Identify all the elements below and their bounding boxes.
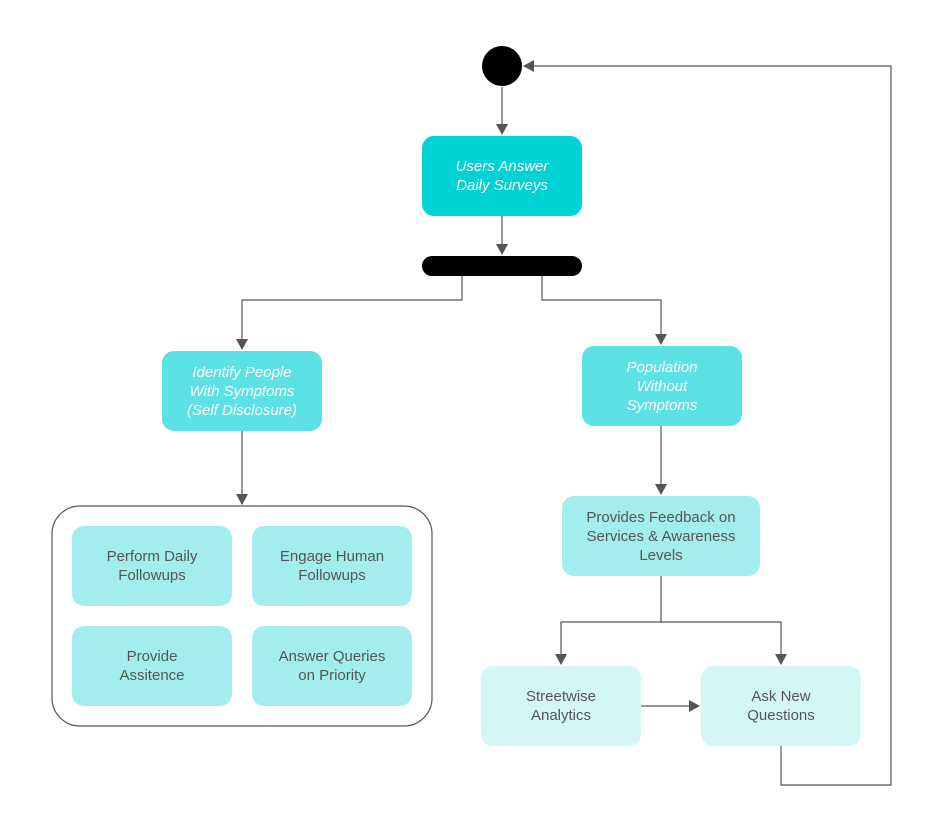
node-identify-people-with-symptoms: Identify People With Symptoms (Self Disc…	[162, 351, 322, 431]
node-streetwise-analytics: Streetwise Analytics	[481, 666, 641, 746]
arrow-loop-back-to-start	[523, 60, 892, 786]
arrow-fork-to-symptoms	[236, 276, 463, 350]
node-answer-queries-on-priority: Answer Queries on Priority	[252, 626, 412, 706]
node-provides-feedback: Provides Feedback on Services & Awarenes…	[562, 496, 760, 576]
node-perform-daily-followups: Perform Daily Followups	[72, 526, 232, 606]
arrow-feedback-to-analytics	[555, 576, 662, 665]
node-population-without-symptoms: Population Without Symptoms	[582, 346, 742, 426]
node-users-answer-surveys: Users Answer Daily Surveys	[422, 136, 582, 216]
node-engage-human-followups: Engage Human Followups	[252, 526, 412, 606]
node-provide-assistance: Provide Assitence	[72, 626, 232, 706]
fork-bar	[422, 256, 582, 276]
arrow-feedback-to-questions	[661, 621, 787, 665]
arrow-fork-to-no-symptoms	[541, 276, 667, 345]
start-node	[482, 46, 522, 86]
node-ask-new-questions: Ask New Questions	[701, 666, 861, 746]
